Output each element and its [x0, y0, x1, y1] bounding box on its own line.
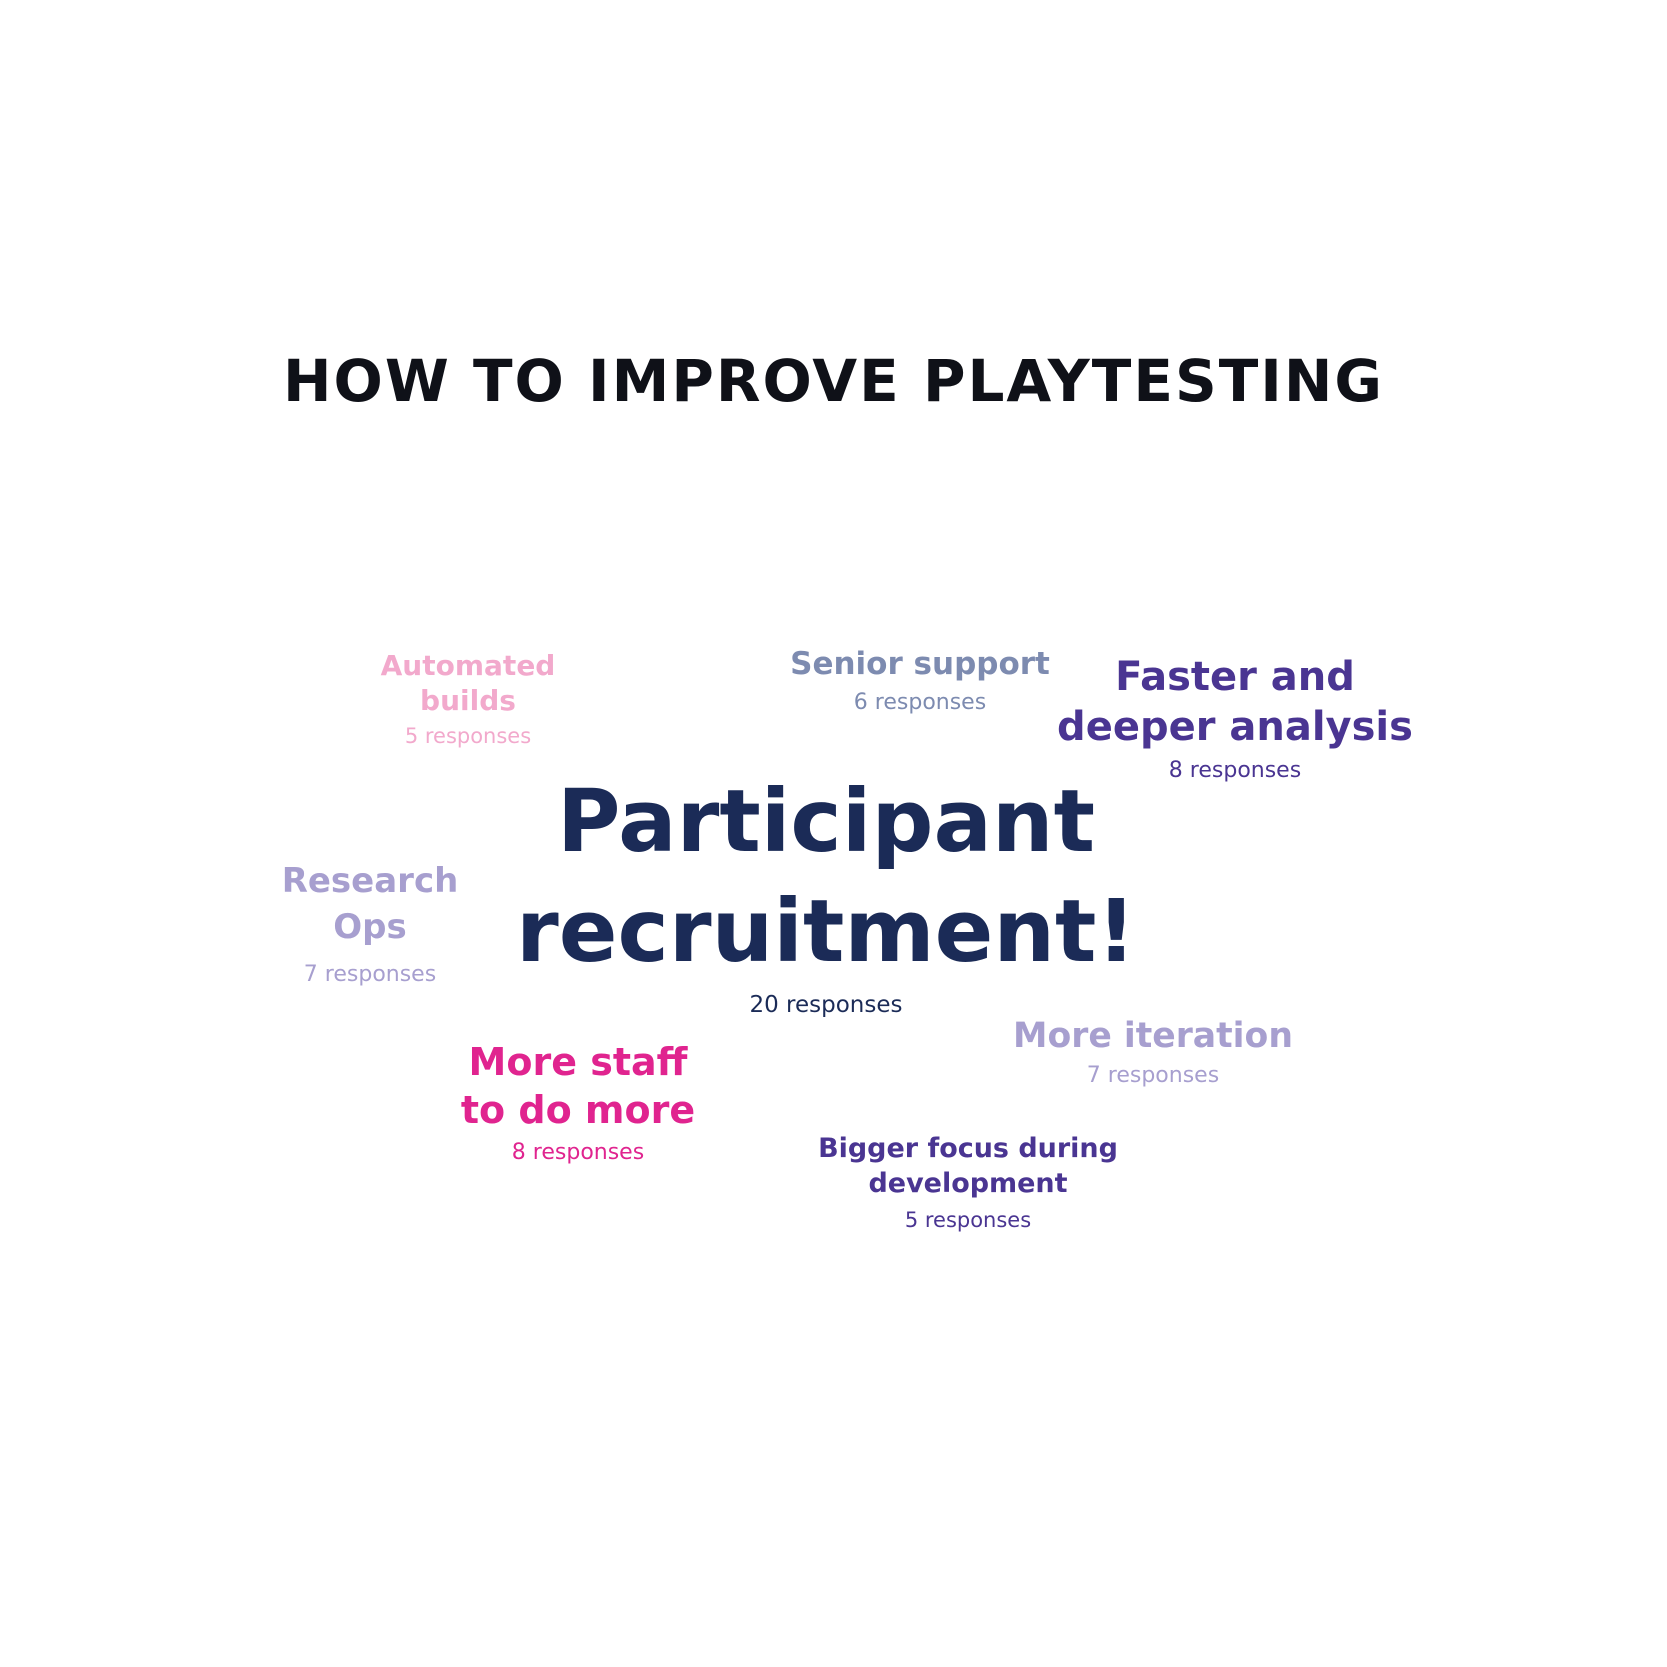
word-label-line: to do more — [460, 1088, 696, 1132]
word-label-line: Research — [281, 861, 459, 901]
word-count: 7 responses — [303, 962, 437, 987]
word-label-line: Automated — [380, 649, 556, 682]
word-label-line: Faster and — [1115, 654, 1355, 700]
word-label-line: Ops — [333, 907, 407, 947]
word-label-line: Participant — [556, 772, 1096, 872]
word-count: 20 responses — [749, 991, 903, 1018]
word-count: 8 responses — [511, 1140, 645, 1165]
word-count: 5 responses — [904, 1207, 1032, 1232]
word-label: Senior support — [790, 644, 1050, 684]
word-label-line: builds — [420, 684, 516, 717]
word-item: More iteration 7 responses — [1013, 1015, 1293, 1088]
word-label-line: recruitment! — [516, 881, 1136, 982]
word-label-line: More staff — [468, 1040, 688, 1084]
word-label-line: More iteration — [1013, 1016, 1293, 1056]
word-label: More iteration — [1013, 1015, 1293, 1057]
word-label-line: deeper analysis — [1057, 704, 1413, 750]
word-label-line: development — [868, 1167, 1068, 1199]
word-count: 6 responses — [853, 690, 987, 715]
word-count: 8 responses — [1168, 758, 1302, 783]
word-count: 5 responses — [404, 724, 532, 748]
word-item: Senior support 6 responses — [790, 644, 1050, 715]
word-label-line: Senior support — [790, 646, 1050, 682]
word-count: 7 responses — [1086, 1063, 1220, 1089]
word-label-line: Bigger focus during — [818, 1133, 1118, 1164]
chart-title: HOW TO IMPROVE PLAYTESTING — [282, 347, 1385, 415]
